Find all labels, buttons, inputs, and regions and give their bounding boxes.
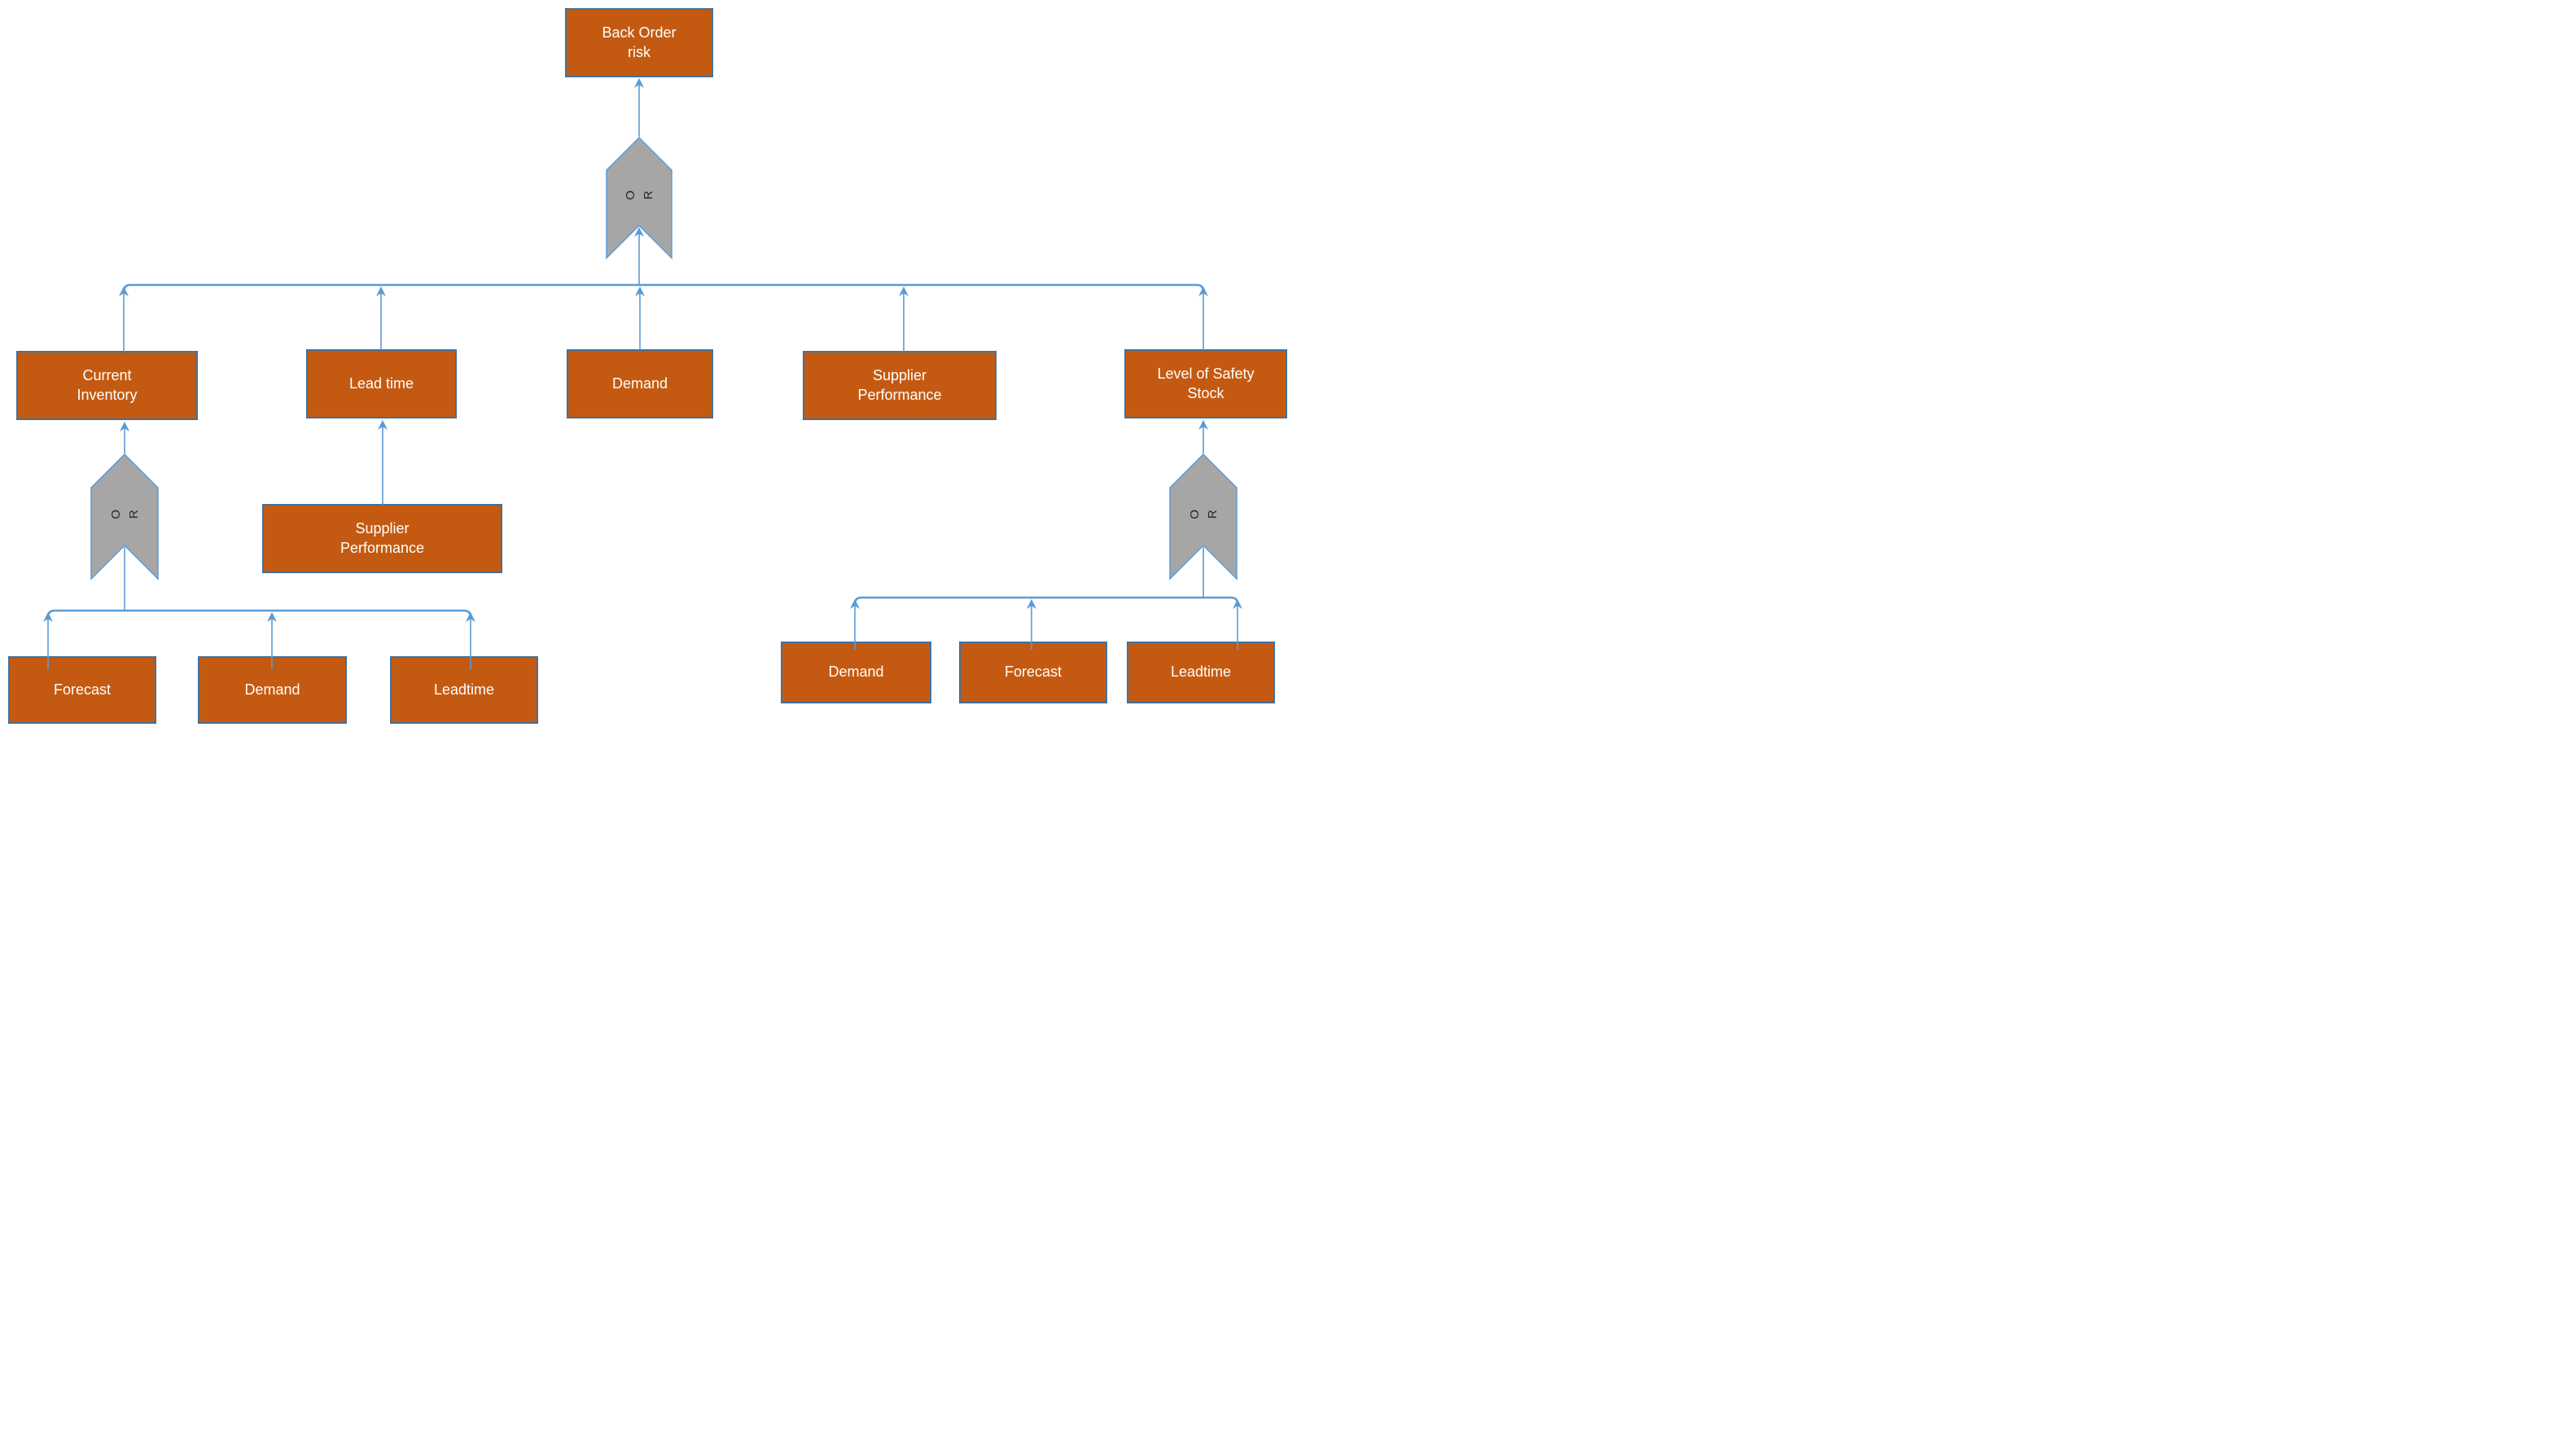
- node-lead-time: Lead time: [306, 349, 457, 418]
- node-current-inventory: Current Inventory: [16, 351, 198, 420]
- or-gate-right-label: OR: [1187, 510, 1219, 519]
- node-leadtime-left: Leadtime: [390, 656, 538, 724]
- node-leadtime-right: Leadtime: [1127, 642, 1275, 703]
- bus-left: [46, 609, 472, 618]
- node-forecast-right: Forecast: [959, 642, 1107, 703]
- or-gate-left: OR: [107, 497, 142, 532]
- bus-main: [122, 283, 1205, 292]
- or-gate-top-label: OR: [623, 191, 655, 200]
- bus-right: [853, 596, 1239, 605]
- or-gate-left-label: OR: [108, 510, 140, 519]
- node-forecast-left: Forecast: [8, 656, 156, 724]
- node-supplier-performance-mid: Supplier Performance: [803, 351, 997, 420]
- node-supplier-performance-sub: Supplier Performance: [262, 504, 502, 573]
- node-level-of-safety-stock: Level of Safety Stock: [1124, 349, 1287, 418]
- or-gate-right: OR: [1185, 497, 1221, 532]
- or-gate-top: OR: [621, 177, 657, 213]
- node-demand-mid: Demand: [567, 349, 713, 418]
- node-back-order-risk: Back Order risk: [565, 8, 713, 77]
- fault-tree-diagram: Back Order risk Current Inventory Lead t…: [0, 0, 1288, 725]
- node-demand-right: Demand: [781, 642, 931, 703]
- node-demand-left: Demand: [198, 656, 347, 724]
